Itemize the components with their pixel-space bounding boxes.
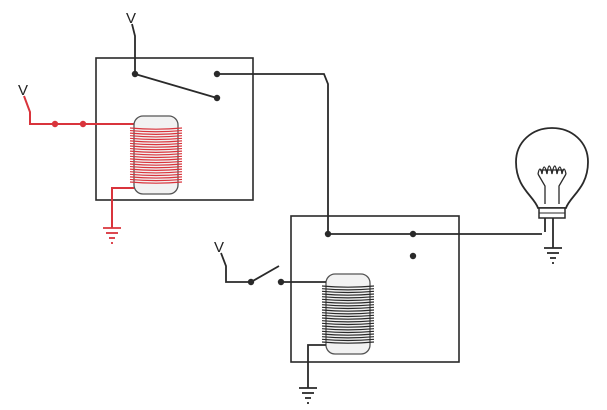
ground-1-icon bbox=[103, 227, 121, 244]
coil-winding bbox=[321, 333, 375, 336]
relay-1-switch-supply-wire bbox=[131, 23, 136, 74]
ground-2-icon bbox=[299, 387, 317, 404]
coil-winding bbox=[129, 178, 183, 182]
relay-1-coil-supply-wire bbox=[23, 95, 134, 125]
coil-winding bbox=[321, 298, 375, 302]
coil-winding bbox=[321, 288, 375, 291]
coil-winding bbox=[129, 150, 183, 153]
coil-winding bbox=[321, 322, 375, 326]
lamp bbox=[413, 127, 589, 264]
coil-winding bbox=[321, 330, 375, 334]
relay-2-coil-supply-label: V bbox=[214, 239, 224, 256]
coil-winding bbox=[129, 173, 183, 177]
coil-winding bbox=[321, 325, 375, 328]
relay-1-frame bbox=[95, 57, 254, 201]
coil-winding bbox=[129, 155, 183, 159]
coil-winding bbox=[321, 336, 375, 339]
coil-winding bbox=[321, 312, 375, 315]
coil-winding bbox=[129, 140, 183, 143]
relay-1: V V bbox=[18, 10, 254, 244]
light-bulb-icon bbox=[515, 127, 589, 209]
relay-2-no-terminal bbox=[409, 252, 417, 260]
coil-winding bbox=[129, 127, 183, 130]
coil-winding bbox=[321, 296, 375, 299]
coil-winding bbox=[321, 306, 375, 310]
relay-1-coil-windings bbox=[129, 127, 183, 184]
coil-winding bbox=[321, 341, 375, 344]
coil-winding bbox=[321, 317, 375, 320]
ground-3-icon bbox=[544, 247, 562, 264]
coil-winding bbox=[321, 290, 375, 294]
relay-1-switch-supply-label: V bbox=[126, 10, 136, 27]
relay-1-coil-supply-label: V bbox=[18, 82, 28, 99]
relay-1-coil-terminal-b bbox=[79, 120, 87, 128]
coil-winding bbox=[129, 135, 183, 138]
coil-winding bbox=[129, 153, 183, 156]
coil-winding bbox=[321, 301, 375, 304]
coil-winding bbox=[129, 129, 183, 133]
relay-2 bbox=[290, 215, 460, 404]
coil-winding bbox=[321, 293, 375, 296]
relay-1-switch-arm bbox=[134, 73, 218, 99]
coil-winding bbox=[129, 171, 183, 174]
relay-2-frame bbox=[290, 215, 460, 363]
input-switch-lever bbox=[250, 265, 280, 283]
coil-winding bbox=[129, 147, 183, 151]
coil-winding bbox=[129, 165, 183, 169]
coil-winding bbox=[321, 338, 375, 342]
coil-winding bbox=[129, 132, 183, 135]
coil-winding bbox=[321, 309, 375, 312]
input-switch: V bbox=[214, 239, 326, 286]
coil-winding bbox=[129, 145, 183, 148]
relay-2-ground-wire bbox=[307, 344, 326, 388]
coil-winding bbox=[321, 314, 375, 318]
coil-winding bbox=[321, 328, 375, 331]
coil-winding bbox=[129, 168, 183, 171]
relay-1-coil-terminal-a bbox=[51, 120, 59, 128]
coil-winding bbox=[129, 137, 183, 141]
relay-1-ground-wire bbox=[111, 187, 134, 228]
coil-winding bbox=[129, 163, 183, 166]
coil-winding bbox=[129, 160, 183, 164]
coil-winding bbox=[129, 181, 183, 184]
coil-winding bbox=[129, 142, 183, 146]
input-switch-supply-wire bbox=[220, 252, 251, 283]
coil-winding bbox=[321, 304, 375, 307]
relay-1-nc-terminal bbox=[213, 94, 221, 102]
coil-winding bbox=[321, 285, 375, 288]
interconnect-wire bbox=[217, 73, 329, 234]
coil-winding bbox=[129, 176, 183, 179]
coil-winding bbox=[129, 158, 183, 161]
lamp-filament bbox=[537, 165, 567, 204]
coil-winding bbox=[321, 320, 375, 323]
relay-2-coil-windings bbox=[321, 285, 375, 344]
